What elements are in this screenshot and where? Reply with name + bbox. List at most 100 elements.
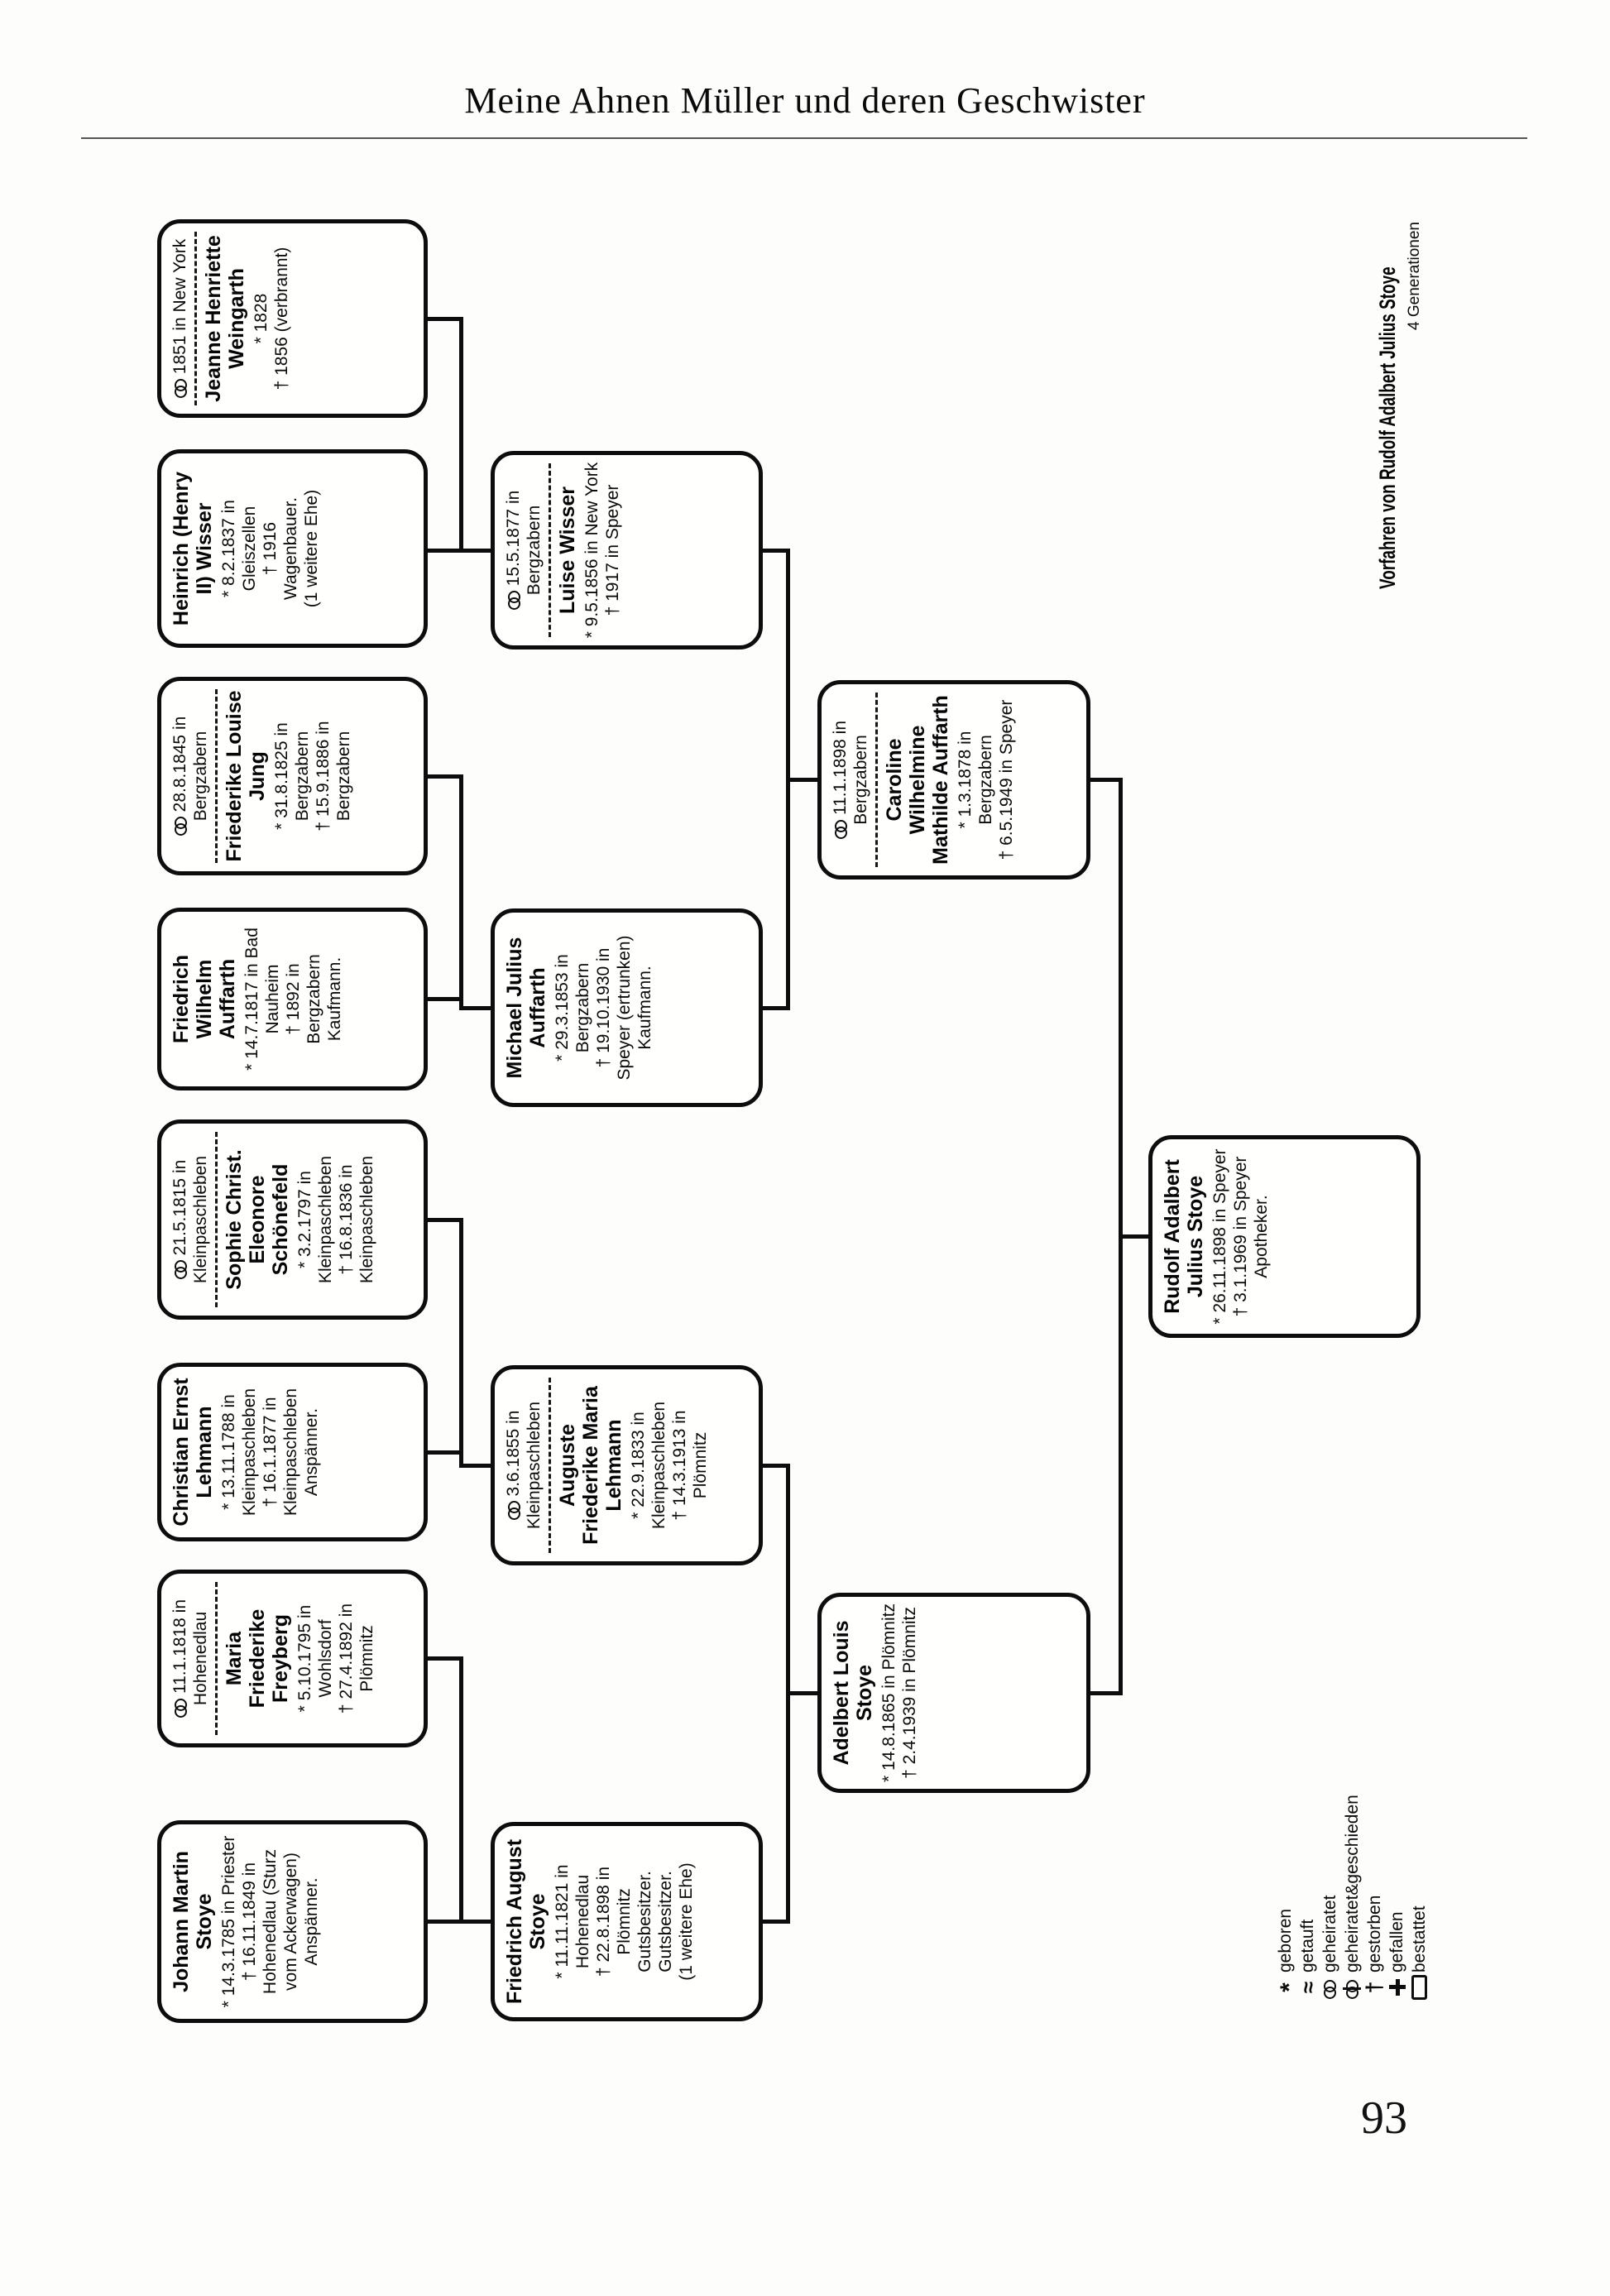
marriage-line: 1851 in New York (170, 232, 197, 405)
marriage-line: 11.1.1898 in Bergzabern (830, 693, 878, 867)
marriage-rings-icon (175, 1259, 187, 1279)
connector-line (459, 1656, 463, 1924)
person-box-christian-ernst-lehmann: Christian Ernst Lehmann * 13.11.1788 in … (157, 1363, 428, 1541)
person-name: Heinrich (Henry II) Wisser (170, 471, 216, 626)
legend-item: † gestorben (1362, 1795, 1387, 2002)
person-details: * 13.11.1788 in Kleinpaschleben † 16.1.1… (219, 1388, 321, 1517)
marriage-line: 11.1.1818 in Hohenedlau (170, 1581, 218, 1736)
connector-line (763, 1464, 786, 1468)
person-name: Rudolf Adalbert Julius Stoye (1161, 1159, 1207, 1314)
connector-line (1090, 1691, 1119, 1695)
chart-title: Vorfahren von Rudolf Adalbert Julius Sto… (1375, 266, 1400, 589)
connector-line (428, 1450, 459, 1455)
marriage-line: 28.8.1845 in Bergzabern (170, 689, 218, 863)
connector-line (459, 317, 463, 553)
birth-asterisk-icon: * (1275, 1982, 1303, 1992)
legend-label: bestattet (1409, 1905, 1429, 1972)
person-name: Friedrich August Stoye (503, 1838, 549, 2005)
person-box-auguste-lehmann: 3.6.1855 in Kleinpaschleben Auguste Frie… (491, 1365, 763, 1565)
marriage-line: 21.5.1815 in Kleinpaschleben (170, 1132, 218, 1307)
connector-line (428, 997, 459, 1001)
connector-line (1090, 778, 1119, 782)
legend-label: geheiratet&geschieden (1342, 1795, 1362, 1972)
person-details: * 31.8.1825 in Bergzabern † 15.9.1886 in… (272, 721, 353, 832)
marriage-text: 1851 in New York (170, 238, 189, 375)
person-name: Maria Friederike Freyberg (223, 1608, 292, 1709)
connector-line (459, 1920, 491, 1924)
marriage-rings-icon (508, 590, 520, 610)
legend-label: getauft (1297, 1919, 1317, 1972)
person-details: * 1828 † 1856 (verbrannt) (252, 247, 291, 391)
person-name: Friederike Louise Jung (223, 690, 269, 862)
death-dagger-icon: † (1362, 1981, 1387, 1994)
person-details: * 3.2.1797 in Kleinpaschleben † 16.8.183… (295, 1155, 376, 1284)
person-details: * 26.11.1898 in Speyer † 3.1.1969 in Spe… (1210, 1148, 1271, 1325)
marriage-text: 11.1.1898 in Bergzabern (831, 720, 870, 825)
person-box-caroline-auffarth: 11.1.1898 in Bergzabern Caroline Wilhelm… (817, 680, 1090, 880)
person-name: Luise Wisser (556, 487, 579, 615)
connector-line (786, 1691, 817, 1695)
chart-subtitle: 4 Generationen (1406, 222, 1423, 330)
legend-item: bestattet (1408, 1795, 1430, 2002)
legend-label: geboren (1275, 1908, 1295, 1972)
person-name: Michael Julius Auffarth (503, 937, 549, 1079)
person-box-maria-friederike-freyberg: 11.1.1818 in Hohenedlau Maria Friederike… (157, 1570, 428, 1747)
person-box-adelbert-louis-stoye: Adelbert Louis Stoye * 14.8.1865 in Plöm… (817, 1593, 1090, 1793)
connector-line (786, 778, 817, 782)
person-box-michael-julius-auffarth: Michael Julius Auffarth * 29.3.1853 in B… (491, 908, 763, 1107)
marriage-text: 28.8.1845 in Bergzabern (170, 716, 210, 822)
marriage-rings-icon (835, 819, 847, 839)
person-name: Auguste Friederike Maria Lehmann (556, 1386, 625, 1545)
header-rule (81, 137, 1527, 139)
page-number: 93 (1361, 2092, 1407, 2144)
person-name: Christian Ernst Lehmann (170, 1378, 216, 1527)
connector-line (763, 549, 786, 553)
person-details: * 9.5.1856 in New York † 1917 in Speyer (582, 462, 622, 639)
connector-line (428, 317, 459, 321)
connector-line (428, 1656, 459, 1661)
connector-line (763, 1006, 786, 1010)
legend-item: geheiratet&geschieden (1341, 1795, 1363, 2002)
fallen-cross-icon (1389, 1979, 1406, 1996)
connector-line (1119, 1234, 1148, 1239)
marriage-divorced-rings-icon (1343, 1980, 1361, 2000)
connector-line (459, 1464, 491, 1468)
person-details: * 8.2.1837 in Gleiszellen † 1916 Wagenba… (219, 489, 321, 608)
connector-line (428, 774, 459, 779)
person-box-jeanne-weingarth: 1851 in New York Jeanne Henriette Weinga… (157, 219, 428, 418)
connector-line (459, 774, 463, 1010)
connector-line (428, 1218, 459, 1222)
marriage-rings-icon (1324, 1980, 1336, 2000)
person-box-rudolf-stoye: Rudolf Adalbert Julius Stoye * 26.11.189… (1148, 1135, 1421, 1338)
person-name: Friedrich Wilhelm Auffarth (170, 955, 239, 1043)
person-details: * 14.7.1817 in Bad Nauheim † 1892 in Ber… (242, 928, 344, 1071)
page-header-title: Meine Ahnen Müller und deren Geschwister (464, 80, 1146, 121)
person-name: Adelbert Louis Stoye (830, 1620, 876, 1766)
marriage-rings-icon (508, 1500, 520, 1520)
connector-line (459, 1006, 491, 1010)
person-details: * 29.3.1853 in Bergzabern † 19.10.1930 i… (553, 935, 654, 1081)
person-name: Jeanne Henriette Weingarth (202, 235, 248, 402)
person-details: * 11.11.1821 in Hohenedlau † 22.8.1898 i… (553, 1862, 696, 1981)
person-details: * 1.3.1878 in Bergzabern † 6.5.1949 in S… (956, 699, 1016, 860)
legend-label: gefallen (1387, 1911, 1406, 1972)
person-box-friederike-louise-jung: 28.8.1845 in Bergzabern Friederike Louis… (157, 677, 428, 875)
person-box-johann-martin-stoye: Johann Martin Stoye * 14.3.1785 in Pries… (157, 1820, 428, 2023)
connector-line (459, 549, 491, 553)
person-name: Johann Martin Stoye (170, 1851, 216, 1992)
legend-item: geheiratet (1319, 1795, 1341, 2002)
legend-item: * geboren (1274, 1795, 1303, 2002)
person-name: Caroline Wilhelmine Mathilde Auffarth (883, 695, 952, 865)
person-box-friedrich-wilhelm-auffarth: Friedrich Wilhelm Auffarth * 14.7.1817 i… (157, 908, 428, 1090)
marriage-line: 3.6.1855 in Kleinpaschleben (503, 1378, 551, 1553)
family-tree-canvas: Johann Martin Stoye * 14.3.1785 in Pries… (124, 149, 1481, 2035)
person-box-luise-wisser: 15.5.1877 in Bergzabern Luise Wisser * 9… (491, 451, 763, 649)
person-box-sophie-schoenefeld: 21.5.1815 in Kleinpaschleben Sophie Chri… (157, 1119, 428, 1320)
person-details: * 5.10.1795 in Wohlsdorf † 27.4.1892 in … (295, 1603, 376, 1714)
connector-line (428, 549, 459, 553)
person-details: * 22.9.1833 in Kleinpaschleben † 14.3.19… (629, 1401, 710, 1530)
marriage-rings-icon (175, 816, 187, 836)
legend-label: gestorben (1364, 1895, 1384, 1972)
chart-title-block: Vorfahren von Rudolf Adalbert Julius Sto… (1375, 222, 1424, 589)
person-name: Sophie Christ. Eleonore Schönefeld (223, 1149, 292, 1290)
